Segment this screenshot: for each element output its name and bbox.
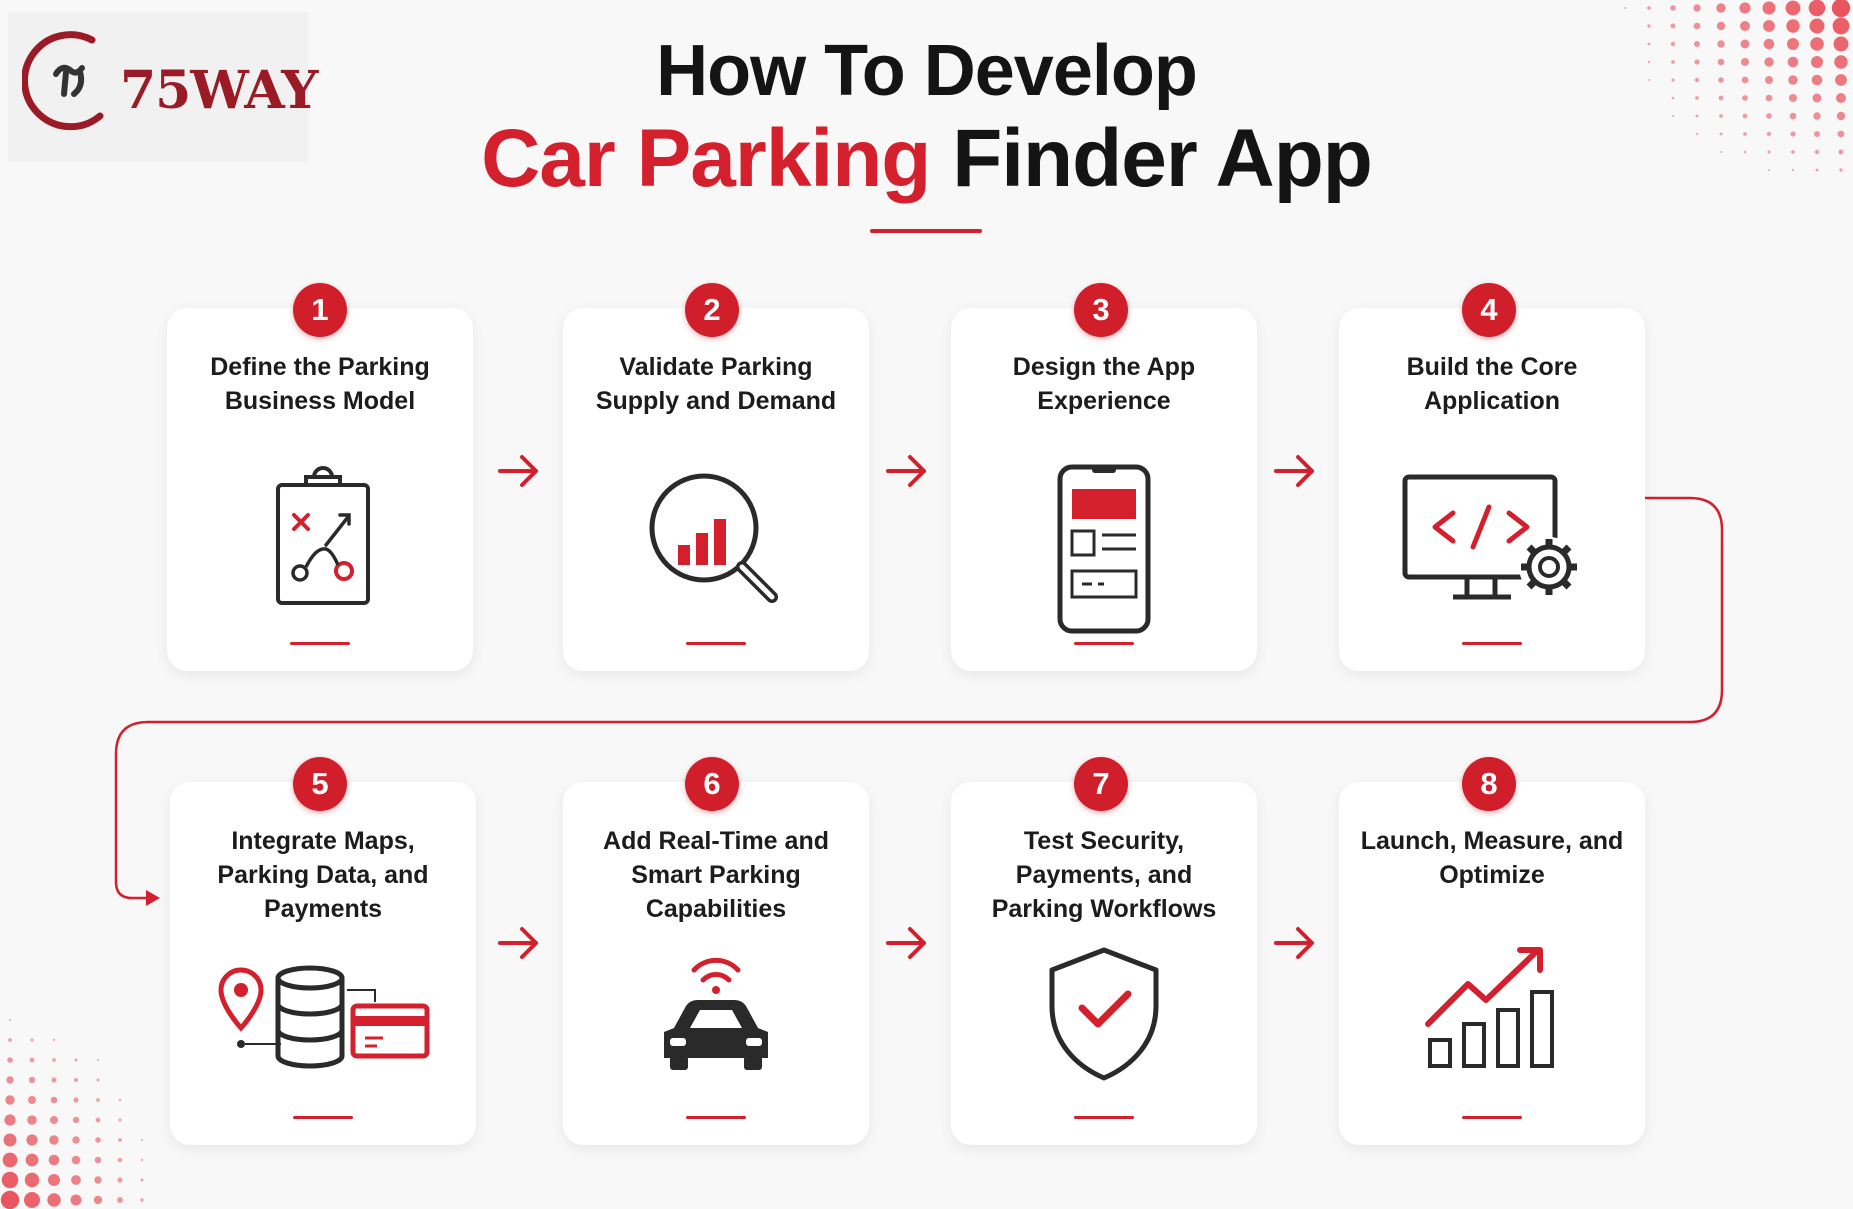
growth-chart-icon (1425, 947, 1554, 1068)
page-title-line-2: Car Parking Finder App (0, 112, 1853, 206)
step-badge-6: 6 (685, 757, 739, 811)
step-label: Launch, Measure, and Optimize (1360, 827, 1624, 889)
map-database-card-icon (218, 965, 430, 1069)
step-card-6: Add Real-Time and Smart Parking Capabili… (563, 782, 869, 1145)
logo-emblem-icon (22, 31, 104, 131)
smartphone-wireframe-icon (1057, 464, 1151, 634)
card-accent-line (686, 642, 746, 645)
step-label: Build the Core Application (1406, 353, 1578, 415)
magnifier-chart-icon (649, 473, 778, 603)
step-badge-7: 7 (1074, 757, 1128, 811)
card-accent-line (1074, 1116, 1134, 1119)
step-card-2: Validate Parking Supply and Demand (563, 308, 869, 671)
step-badge-8: 8 (1462, 757, 1516, 811)
arrow-right-icon (498, 455, 538, 487)
step-badge-2: 2 (685, 283, 739, 337)
title-underline (870, 229, 982, 233)
step-card-1: Define the Parking Business Model (167, 308, 473, 671)
arrow-right-icon (886, 927, 926, 959)
step-label: Integrate Maps, Parking Data, and Paymen… (217, 827, 429, 923)
step-card-4: Build the Core Application (1339, 308, 1645, 671)
card-accent-line (290, 642, 350, 645)
company-logo: 75WAY (8, 12, 318, 162)
clipboard-strategy-icon (276, 466, 370, 605)
page-title-line-1: How To Develop (656, 31, 1198, 111)
card-accent-line (1074, 642, 1134, 645)
card-accent-line (1462, 1116, 1522, 1119)
step-card-8: Launch, Measure, and Optimize (1339, 782, 1645, 1145)
arrow-right-icon (886, 455, 926, 487)
arrow-right-icon (1274, 455, 1314, 487)
card-accent-line (293, 1116, 353, 1119)
step-label: Define the Parking Business Model (210, 353, 430, 415)
monitor-code-gear-icon (1402, 474, 1579, 600)
step-badge-4: 4 (1462, 283, 1516, 337)
arrow-right-icon (498, 927, 538, 959)
connected-car-icon (664, 957, 768, 1070)
shield-check-icon (1049, 947, 1159, 1081)
step-badge-5: 5 (293, 757, 347, 811)
step-badge-3: 3 (1074, 283, 1128, 337)
logo-wordmark: 75WAY (120, 60, 318, 121)
step-card-5: Integrate Maps, Parking Data, and Paymen… (170, 782, 476, 1145)
arrow-right-icon (1274, 927, 1314, 959)
step-card-3: Design the App Experience (951, 308, 1257, 671)
title-accent-text: Car Parking (481, 113, 931, 204)
step-label: Validate Parking Supply and Demand (595, 353, 837, 415)
card-accent-line (1462, 642, 1522, 645)
card-accent-line (686, 1116, 746, 1119)
title-rest-text: Finder App (952, 113, 1373, 204)
step-label: Test Security, Payments, and Parking Wor… (991, 827, 1217, 923)
step-label: Design the App Experience (1012, 353, 1196, 415)
step-label: Add Real-Time and Smart Parking Capabili… (603, 827, 829, 923)
step-badge-1: 1 (293, 283, 347, 337)
step-card-7: Test Security, Payments, and Parking Wor… (951, 782, 1257, 1145)
